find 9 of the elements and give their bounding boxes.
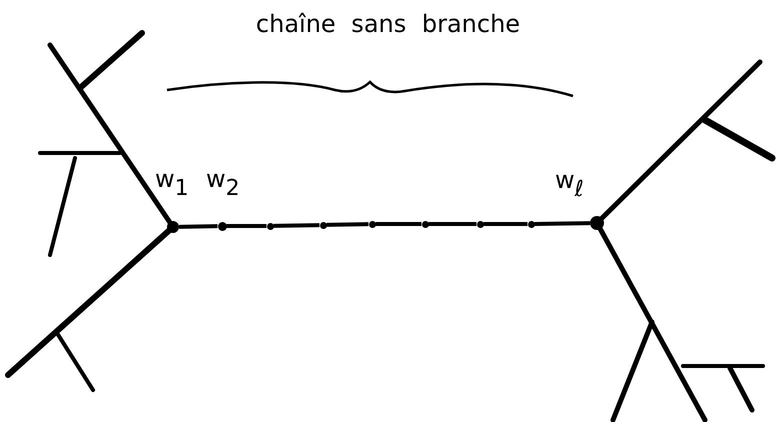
edge-line xyxy=(428,222,476,226)
edge-line xyxy=(226,224,266,228)
edge-line xyxy=(534,221,590,226)
edge-line xyxy=(178,224,218,229)
edge-line xyxy=(376,222,422,226)
annotation-text: chaîne sans branche xyxy=(254,10,522,38)
edge-line xyxy=(484,222,528,226)
edge-line xyxy=(326,222,369,227)
edge-line xyxy=(273,223,320,228)
